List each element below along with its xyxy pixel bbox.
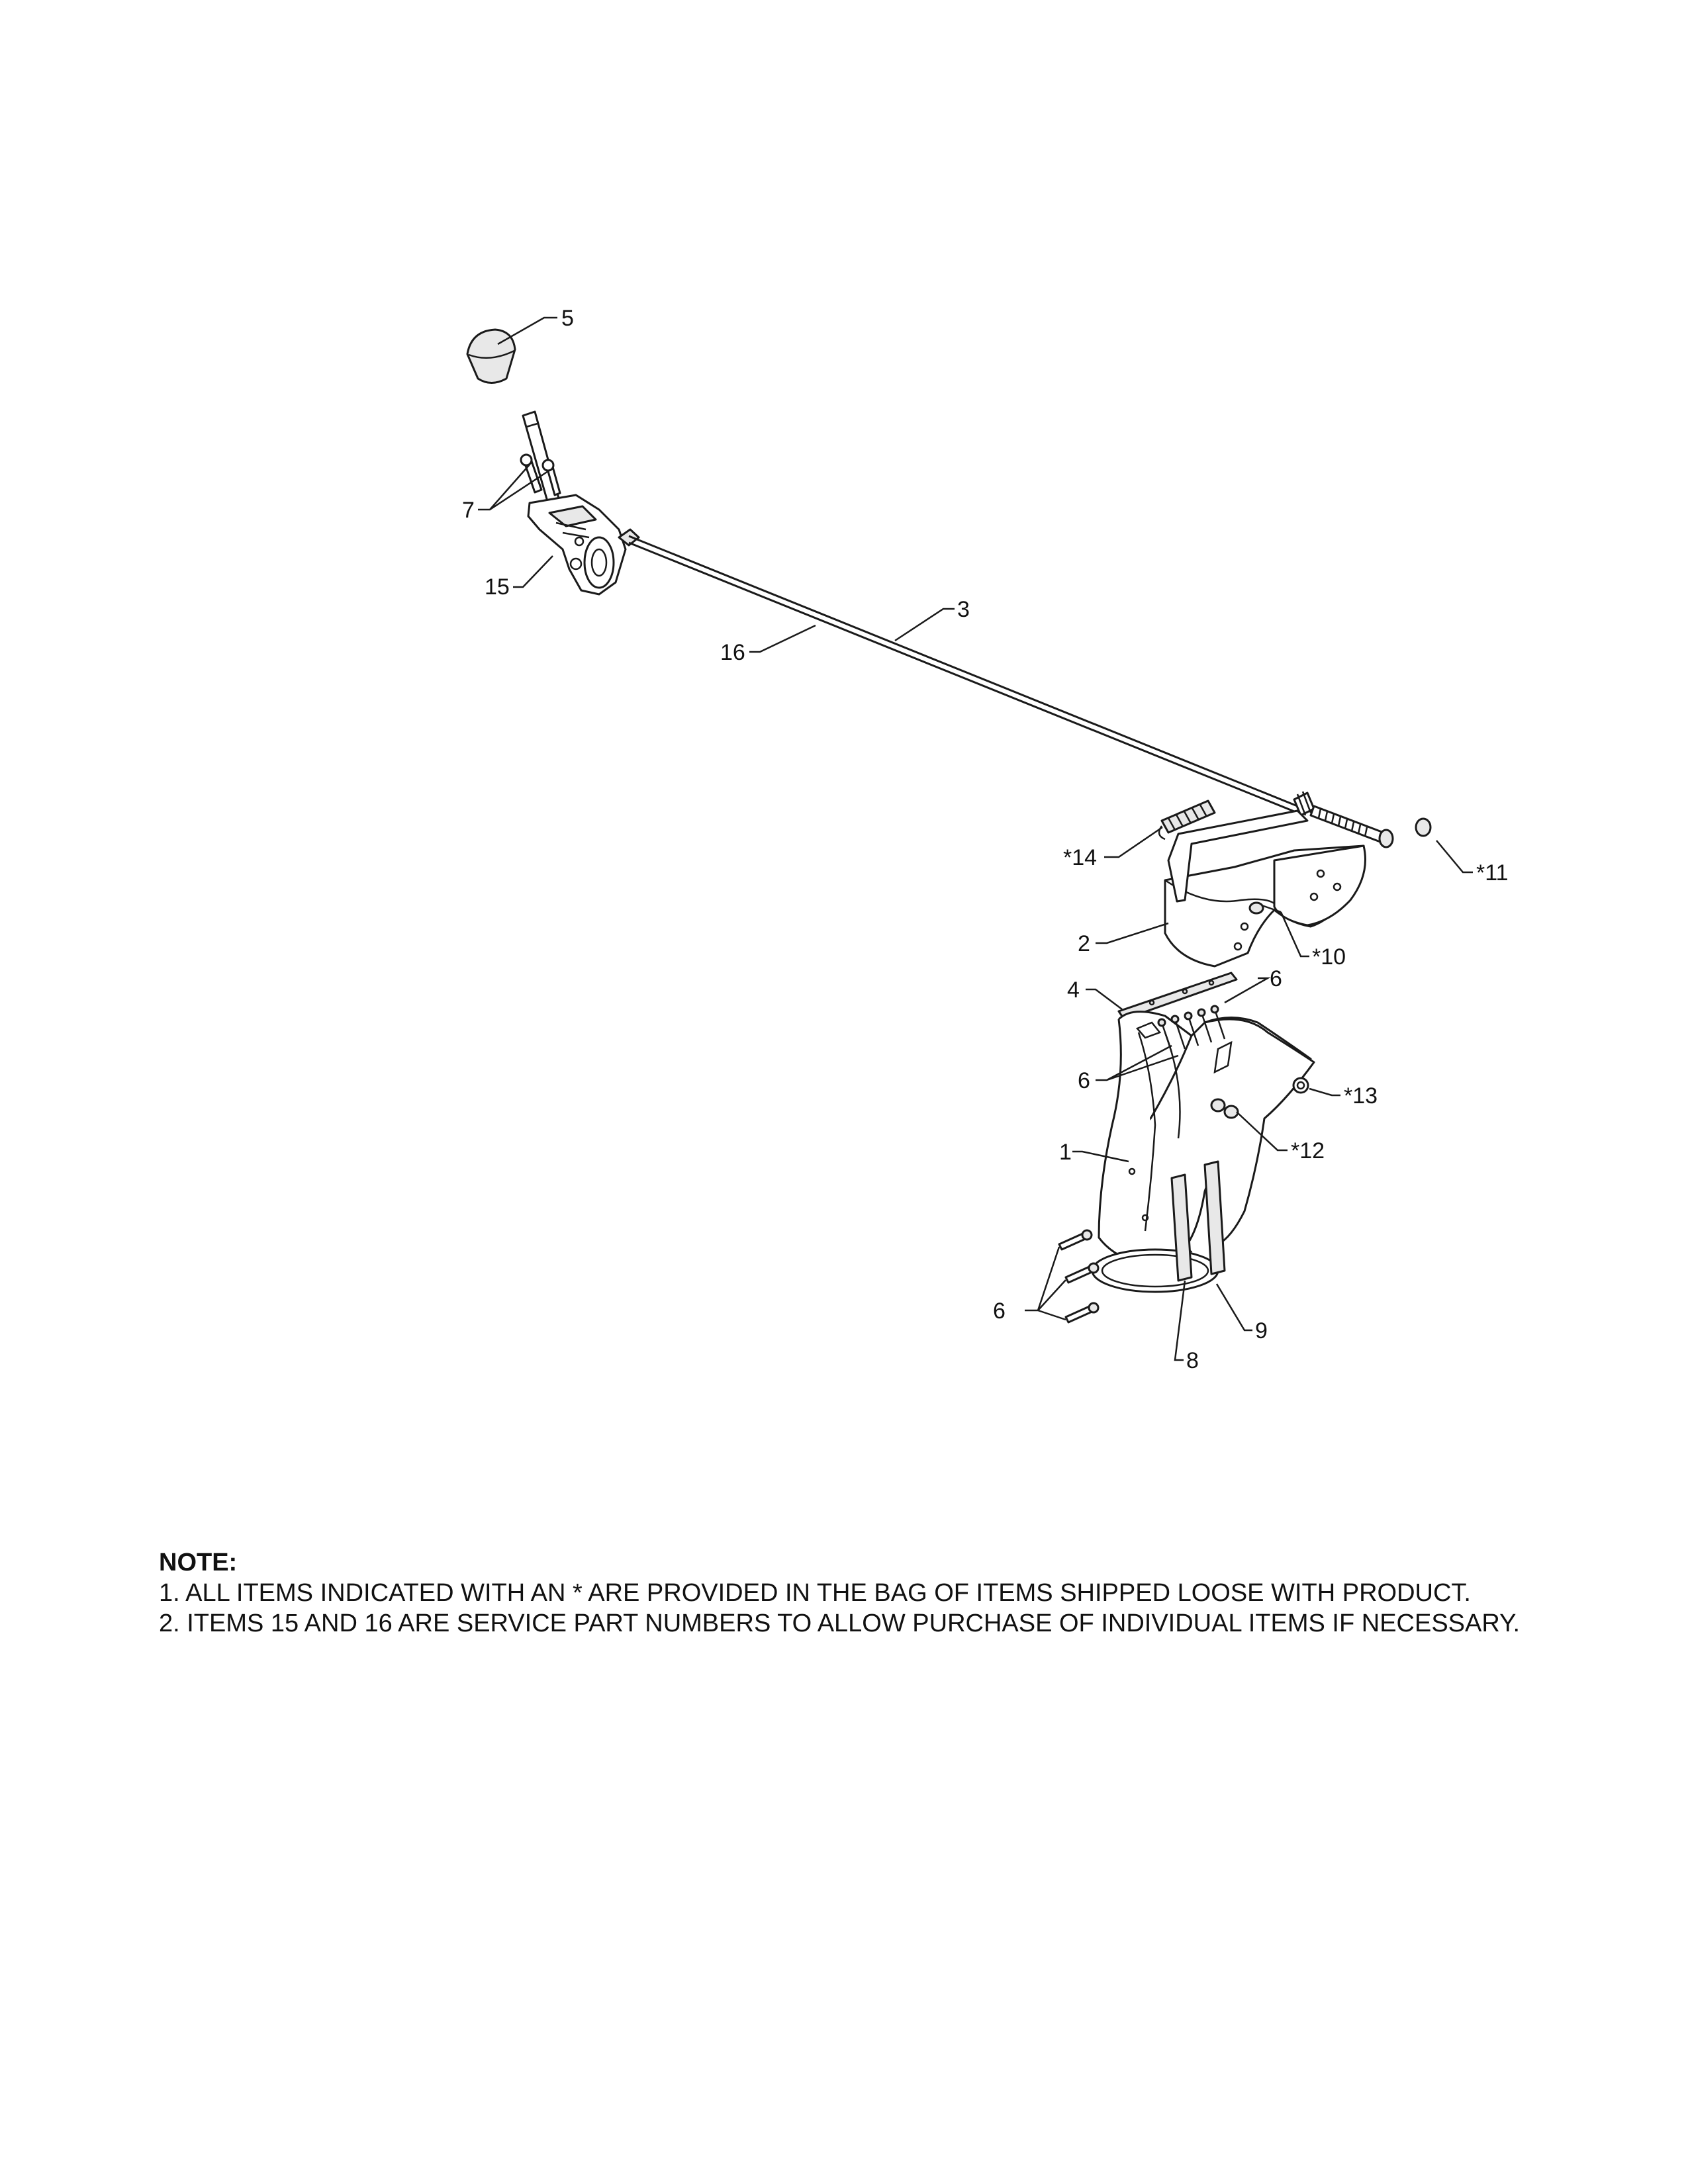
shift-lever-part-15 <box>520 410 627 596</box>
callout-9: 9 <box>1255 1318 1268 1343</box>
callout-14: *14 <box>1063 845 1097 870</box>
callout-5: 5 <box>561 306 574 331</box>
note-line-1: 1. ALL ITEMS INDICATED WITH AN * ARE PRO… <box>159 1579 1471 1607</box>
spring-part-14 <box>1158 799 1216 841</box>
callout-8: 8 <box>1186 1348 1199 1373</box>
chute-body-part-1 <box>1091 1011 1315 1293</box>
note-line-2: 2. ITEMS 15 AND 16 ARE SERVICE PART NUMB… <box>159 1610 1521 1637</box>
callout-4: 4 <box>1067 978 1080 1003</box>
shift-cable-part-16-3 <box>618 528 1394 848</box>
callout-2: 2 <box>1078 931 1090 956</box>
callout-1: 1 <box>1059 1140 1072 1165</box>
callout-7: 7 <box>462 498 475 523</box>
callout-6-middle: 6 <box>1078 1068 1090 1093</box>
bolts-part-6-top <box>1157 1005 1226 1053</box>
callout-12: *12 <box>1291 1138 1325 1163</box>
callout-16: 16 <box>720 640 745 665</box>
leader-lines <box>478 316 1473 1361</box>
callout-6-bottom: 6 <box>993 1298 1006 1324</box>
callout-labels: 5 7 15 16 3 *14 *11 2 *10 4 6 6 *13 1 *1… <box>462 306 1509 1373</box>
nut-part-11 <box>1415 817 1432 837</box>
note-block: NOTE: 1. ALL ITEMS INDICATED WITH AN * A… <box>159 1547 1549 1639</box>
callout-11: *11 <box>1476 860 1509 886</box>
callout-13: *13 <box>1344 1083 1378 1109</box>
callout-10: *10 <box>1312 944 1346 970</box>
callout-3: 3 <box>957 597 970 622</box>
bolts-part-6-bottom <box>1058 1229 1100 1324</box>
note-title: NOTE: <box>159 1549 238 1576</box>
chute-deflector-part-2 <box>1164 809 1366 968</box>
callout-15: 15 <box>485 574 510 600</box>
callout-6-top: 6 <box>1270 966 1282 991</box>
nut-part-13 <box>1292 1077 1309 1094</box>
